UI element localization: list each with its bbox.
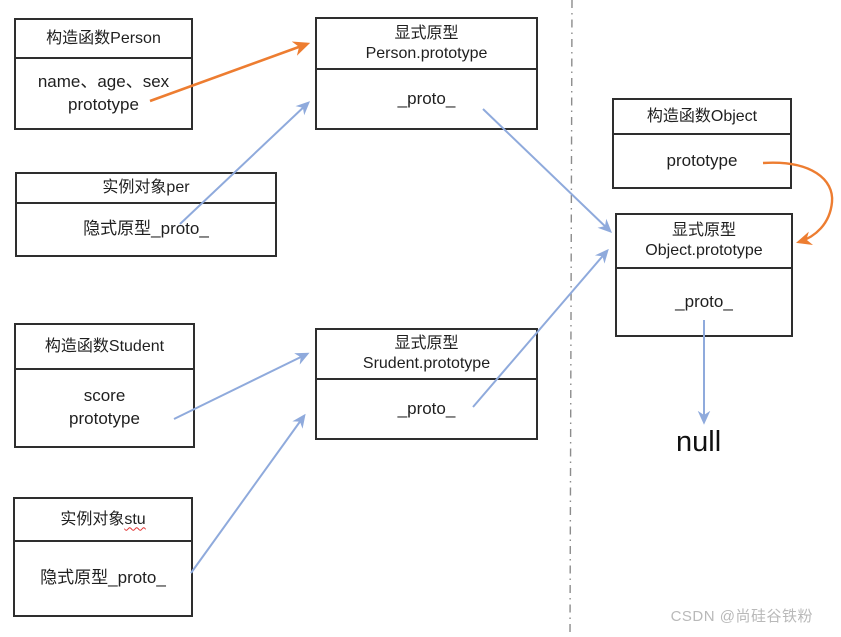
student-prototype-title-line2: Srudent.prototype (362, 355, 491, 372)
person-prototype-property-label: prototype (68, 94, 139, 114)
student-score-label: score (83, 386, 126, 406)
object-prototype-title-line1: 显式原型 (671, 222, 736, 239)
box-student-prototype: 显式原型 Srudent.prototype _proto_ (315, 328, 538, 440)
dashed-divider-line (569, 0, 573, 637)
box-student-constructor-title: 构造函数Student (16, 325, 193, 370)
box-person-constructor-title: 构造函数Person (16, 20, 191, 59)
student-prototype-property-label: prototype (69, 409, 140, 428)
stu-title-prefix: 实例对象 (60, 510, 125, 528)
person-prototype-title-line1: 显式原型 (394, 24, 459, 42)
null-label: null (676, 426, 722, 458)
arrow-stu-instance-to-student-prototype (190, 413, 306, 574)
box-per-instance-title: 实例对象per (17, 174, 275, 204)
student-prototype-proto-label: _proto_ (397, 398, 456, 418)
box-object-prototype-title: 显式原型 Object.prototype (617, 215, 791, 269)
stu-implicit-proto-label: 隐式原型_proto_ (40, 568, 166, 588)
person-prototype-title-line2: Person.prototype (365, 44, 488, 62)
box-student-constructor-body: score prototype (16, 370, 193, 446)
box-person-prototype-title: 显式原型 Person.prototype (317, 19, 536, 70)
box-object-prototype: 显式原型 Object.prototype _proto_ (615, 213, 793, 337)
box-object-constructor-title: 构造函数Object (614, 100, 790, 135)
object-prototype-proto-label: _proto_ (675, 291, 733, 311)
per-implicit-proto-label: 隐式原型_proto_ (83, 219, 209, 239)
box-person-constructor: 构造函数Person name、age、sex prototype (14, 18, 193, 130)
box-student-prototype-title: 显式原型 Srudent.prototype (317, 330, 536, 380)
stu-title-name-misspelling: stu (124, 510, 146, 528)
box-student-constructor: 构造函数Student score prototype (14, 323, 195, 448)
object-prototype-property-label: prototype (666, 150, 738, 170)
object-prototype-title-line2: Object.prototype (645, 242, 763, 259)
student-prototype-title-line1: 显式原型 (394, 335, 459, 352)
watermark-text: CSDN @尚硅谷铁粉 (670, 608, 813, 625)
person-members-label: name、age、sex (37, 71, 170, 91)
person-prototype-proto-label: _proto_ (397, 88, 456, 108)
box-object-constructor: 构造函数Object prototype (612, 98, 792, 189)
box-per-instance: 实例对象per 隐式原型_proto_ (15, 172, 277, 257)
box-person-constructor-body: name、age、sex prototype (16, 59, 191, 128)
box-person-prototype: 显式原型 Person.prototype _proto_ (315, 17, 538, 130)
